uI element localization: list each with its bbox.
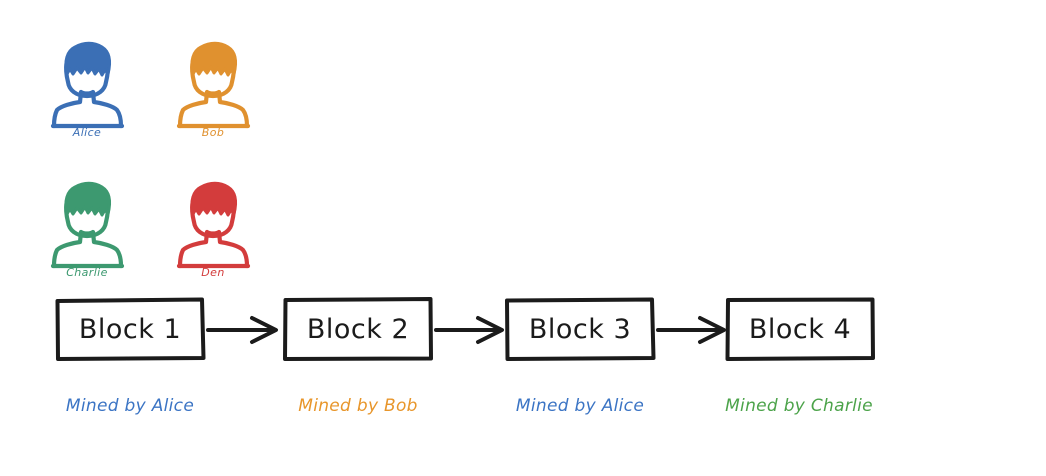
- block-label: Block 2: [306, 313, 410, 345]
- participant-name-label: Bob: [201, 126, 225, 139]
- person-avatar-icon: [44, 174, 130, 270]
- block-miner-caption: Mined by Charlie: [725, 396, 873, 416]
- participant-charlie[interactable]: Charlie: [44, 174, 130, 294]
- person-avatar-icon: [44, 34, 130, 130]
- block-outline: [283, 297, 433, 361]
- participant-name-label: Charlie: [66, 266, 108, 279]
- person-avatar-icon: [170, 174, 256, 270]
- block-outline: [55, 297, 206, 361]
- block-label: Block 4: [748, 313, 852, 345]
- participant-name-label: Alice: [72, 126, 102, 139]
- person-avatar-icon: [170, 34, 256, 130]
- block-node[interactable]: Block 1: [54, 296, 206, 362]
- participant-den[interactable]: Den: [170, 174, 256, 294]
- block-outline: [725, 297, 875, 361]
- blockchain-row: Block 1 Block 2: [0, 296, 1046, 376]
- block-node[interactable]: Block 2: [282, 296, 434, 362]
- arrow-right-icon: [206, 312, 290, 348]
- block-label: Block 3: [528, 313, 632, 345]
- block-label: Block 1: [78, 313, 182, 345]
- block-outline: [505, 297, 656, 361]
- block-node[interactable]: Block 4: [724, 296, 876, 362]
- block-miner-caption: Mined by Alice: [65, 396, 195, 416]
- arrow-right-icon: [434, 312, 518, 348]
- participant-bob[interactable]: Bob: [170, 34, 256, 154]
- block-node[interactable]: Block 3: [504, 296, 656, 362]
- block-miner-caption: Mined by Alice: [515, 396, 645, 416]
- participant-alice[interactable]: Alice: [44, 34, 130, 154]
- block-miner-caption: Mined by Bob: [298, 396, 418, 416]
- arrow-right-icon: [656, 312, 740, 348]
- participant-name-label: Den: [201, 266, 225, 279]
